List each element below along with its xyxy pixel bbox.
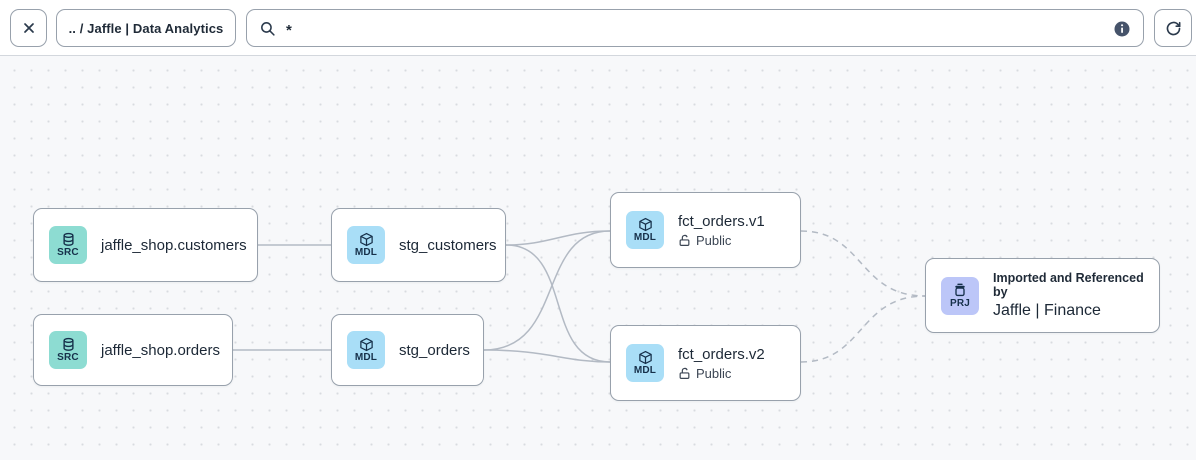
access-row: Public — [678, 366, 765, 381]
badge-label: MDL — [354, 247, 378, 258]
model-badge: MDL — [347, 226, 385, 264]
model-badge: MDL — [626, 344, 664, 382]
toolbar: .. / Jaffle | Data Analytics — [0, 0, 1196, 56]
unlock-icon — [678, 234, 691, 247]
access-label: Public — [696, 232, 732, 248]
node-title: stg_customers — [399, 236, 497, 254]
node-title: fct_orders.v2 — [678, 345, 765, 363]
footer-strip — [0, 460, 1196, 467]
badge-label: SRC — [57, 247, 79, 258]
breadcrumb-label: .. / Jaffle | Data Analytics — [68, 20, 224, 36]
node-title: jaffle_shop.orders — [101, 341, 220, 359]
cube-icon — [359, 337, 374, 352]
cube-icon — [359, 232, 374, 247]
access-row: Public — [678, 233, 765, 248]
database-icon — [61, 232, 76, 247]
close-icon — [21, 20, 37, 36]
node-model-stg-orders[interactable]: MDL stg_orders — [331, 314, 484, 386]
node-model-fct-orders-v2[interactable]: MDL fct_orders.v2 Public — [610, 325, 801, 401]
node-source-jaffle-shop-orders[interactable]: SRC jaffle_shop.orders — [33, 314, 233, 386]
search-box — [246, 9, 1144, 47]
breadcrumb-button[interactable]: .. / Jaffle | Data Analytics — [56, 9, 236, 47]
node-model-fct-orders-v1[interactable]: MDL fct_orders.v1 Public — [610, 192, 801, 268]
database-icon — [61, 337, 76, 352]
node-source-jaffle-shop-customers[interactable]: SRC jaffle_shop.customers — [33, 208, 258, 282]
node-model-stg-customers[interactable]: MDL stg_customers — [331, 208, 506, 282]
source-badge: SRC — [49, 331, 87, 369]
cube-icon — [638, 217, 653, 232]
badge-label: SRC — [57, 352, 79, 363]
project-badge: PRJ — [941, 276, 979, 315]
search-input[interactable] — [286, 17, 1103, 39]
badge-label: PRJ — [949, 298, 971, 309]
badge-label: MDL — [633, 365, 657, 376]
node-title: fct_orders.v1 — [678, 212, 765, 230]
node-title: jaffle_shop.customers — [101, 236, 247, 254]
refresh-icon — [1165, 20, 1182, 37]
cube-icon — [638, 350, 653, 365]
close-button[interactable] — [10, 9, 47, 47]
search-icon — [259, 20, 276, 37]
unlock-icon — [678, 367, 691, 380]
node-subtitle: Imported and Referenced by — [993, 271, 1144, 299]
access-label: Public — [696, 365, 732, 381]
model-badge: MDL — [347, 331, 385, 369]
info-icon[interactable] — [1113, 20, 1131, 38]
node-project-jaffle-finance[interactable]: PRJ Imported and Referenced by Jaffle | … — [925, 258, 1160, 333]
refresh-button[interactable] — [1154, 9, 1192, 47]
source-badge: SRC — [49, 226, 87, 264]
model-badge: MDL — [626, 211, 664, 249]
badge-label: MDL — [633, 232, 657, 243]
node-title: Jaffle | Finance — [993, 302, 1101, 319]
node-title: stg_orders — [399, 341, 470, 359]
project-icon — [952, 282, 968, 298]
badge-label: MDL — [354, 352, 378, 363]
